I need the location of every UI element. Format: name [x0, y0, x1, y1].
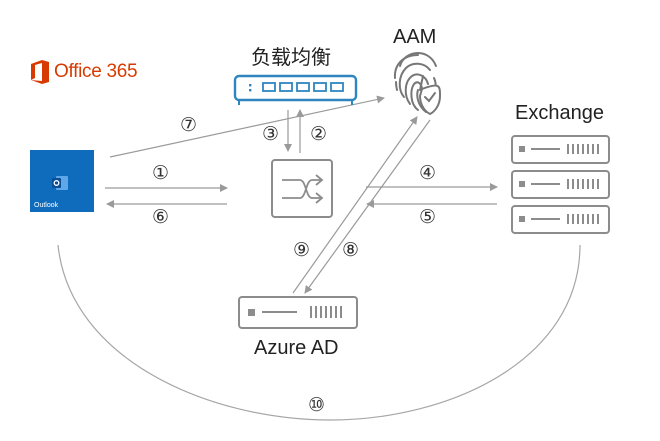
- load-balancer-label: 负载均衡: [251, 45, 331, 69]
- office365-label: Office 365: [54, 61, 138, 82]
- outlook-label: Outlook: [34, 202, 59, 209]
- step-label-5: ⑤: [419, 206, 437, 228]
- exchange-label: Exchange: [515, 102, 604, 124]
- step-label-2: ②: [310, 123, 328, 145]
- outlook-icon: [52, 176, 68, 190]
- arrow-7: [109, 95, 385, 158]
- step-label-7: ⑦: [180, 114, 198, 136]
- exchange-server-icon: [511, 135, 610, 234]
- aam-label: AAM: [393, 26, 437, 48]
- switch-icon: [271, 159, 333, 218]
- office365-logo: Office 365: [30, 60, 138, 84]
- step-label-3: ③: [262, 123, 280, 145]
- fingerprint-shield-icon: [393, 51, 442, 116]
- step-label-10: ⑩: [308, 394, 326, 416]
- arrow-8: [304, 119, 431, 294]
- azure-ad-label: Azure AD: [254, 337, 339, 359]
- office-icon: [31, 60, 49, 84]
- step-label-1: ①: [152, 162, 170, 184]
- step-label-9: ⑨: [293, 239, 311, 261]
- step-label-6: ⑥: [152, 206, 170, 228]
- outlook-app-tile: Outlook: [30, 150, 94, 212]
- arrow-9: [292, 116, 418, 294]
- flow-arc-10: [57, 244, 581, 421]
- load-balancer-icon: [233, 74, 358, 105]
- azure-ad-server-icon: [238, 296, 358, 329]
- step-label-8: ⑧: [342, 239, 360, 261]
- step-label-4: ④: [419, 162, 437, 184]
